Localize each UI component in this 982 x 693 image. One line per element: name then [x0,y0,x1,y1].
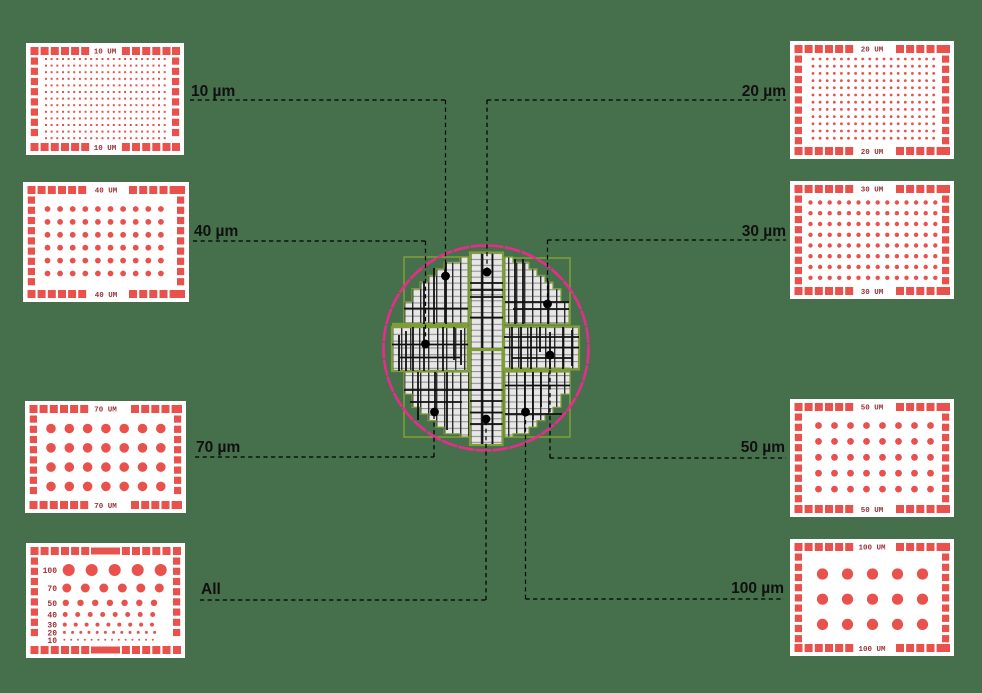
svg-text:70 UM: 70 UM [94,503,117,511]
svg-text:100 UM: 100 UM [858,545,886,553]
svg-text:10: 10 [47,637,57,646]
svg-text:100 UM: 100 UM [858,646,886,654]
svg-text:20 µm: 20 µm [742,83,786,100]
svg-text:40 UM: 40 UM [95,188,118,196]
svg-text:70: 70 [47,585,57,594]
svg-text:30: 30 [47,622,57,631]
svg-text:20: 20 [47,629,57,638]
svg-text:40 UM: 40 UM [95,292,118,300]
svg-text:10 µm: 10 µm [191,83,235,100]
svg-text:70 UM: 70 UM [94,407,117,415]
svg-text:30 µm: 30 µm [742,223,786,240]
svg-text:50 UM: 50 UM [861,405,884,413]
svg-text:100: 100 [43,567,58,576]
svg-text:10 UM: 10 UM [94,49,117,57]
svg-text:10 UM: 10 UM [94,145,117,153]
svg-text:40: 40 [47,612,57,621]
svg-text:50 µm: 50 µm [741,439,785,456]
svg-text:50 UM: 50 UM [861,507,884,515]
svg-text:All: All [201,581,221,598]
svg-text:40 µm: 40 µm [194,223,238,240]
svg-text:50: 50 [47,600,57,609]
svg-text:70 µm: 70 µm [196,439,240,456]
svg-text:20 UM: 20 UM [861,47,884,55]
svg-text:20 UM: 20 UM [861,149,884,157]
svg-text:100 µm: 100 µm [731,580,784,597]
svg-text:30 UM: 30 UM [861,289,884,297]
svg-text:30 UM: 30 UM [861,187,884,195]
